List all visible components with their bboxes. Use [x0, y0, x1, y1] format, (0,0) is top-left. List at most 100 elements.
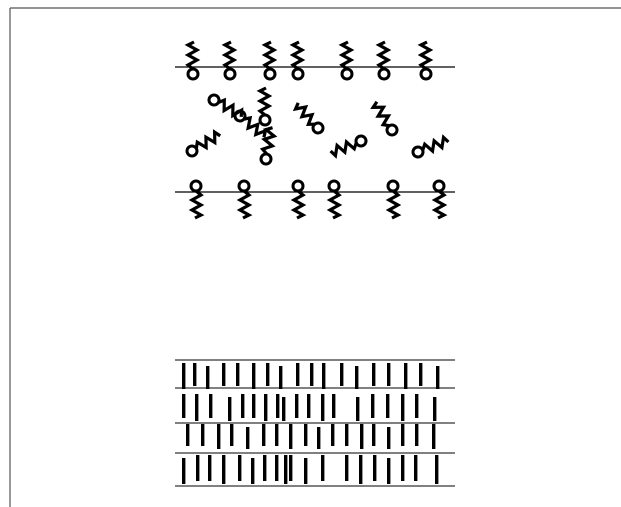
lipid-molecule-icon: [239, 181, 249, 218]
lower-lipid-row: [191, 181, 444, 218]
lipid-molecule-icon: [421, 42, 431, 79]
bar-mark-icon: [387, 427, 390, 449]
bar-mark-icon: [284, 455, 287, 484]
bar-mark-icon: [246, 427, 249, 449]
bar-mark-icon: [193, 363, 196, 386]
lipid-molecule-icon: [434, 181, 444, 218]
lipid-molecule-icon: [372, 100, 399, 137]
bar-mark-icon: [414, 455, 417, 481]
bar-mark-icon: [263, 455, 266, 481]
lipid-molecule-icon: [188, 42, 198, 79]
bar-mark-icon: [386, 394, 389, 418]
lipid-panel: [175, 42, 455, 218]
bar-mark-icon: [217, 424, 220, 449]
bar-mark-icon: [289, 424, 292, 449]
upper-lipid-row: [188, 42, 431, 79]
bar-mark-icon: [331, 424, 334, 446]
bar-mark-icon: [304, 458, 307, 484]
bar-mark-icon: [436, 366, 439, 389]
bar-mark-icon: [321, 394, 324, 421]
bar-mark-icon: [345, 424, 348, 446]
bar-mark-icon: [182, 458, 185, 484]
lipid-molecule-icon: [265, 42, 275, 79]
bar-mark-icon: [209, 394, 212, 418]
bar-mark-icon: [196, 455, 199, 481]
bar-mark-icon: [208, 455, 211, 481]
bar-mark-icon: [282, 397, 285, 421]
bar-mark-icon: [241, 394, 244, 418]
bar-mark-icon: [295, 394, 298, 418]
bar-mark-icon: [387, 363, 390, 386]
lipid-molecule-icon: [207, 93, 244, 120]
bar-mark-icon: [186, 424, 189, 446]
bar-mark-icon: [317, 427, 320, 449]
bar-mark-icon: [238, 455, 241, 481]
lipid-molecule-icon: [329, 181, 339, 218]
bar-mark-icon: [321, 455, 324, 481]
free-lipid-group: [185, 88, 450, 165]
bar-mark-icon: [195, 394, 198, 421]
lipid-molecule-icon: [293, 181, 303, 218]
lipid-molecule-icon: [293, 42, 303, 79]
bar-mark-icon: [182, 394, 185, 418]
bar-mark-icon: [230, 424, 233, 446]
bar-mark-icon: [289, 455, 292, 481]
bar-mark-icon: [310, 363, 313, 386]
bar-mark-icon: [340, 363, 343, 386]
bar-mark-icon: [372, 363, 375, 386]
lipid-molecule-icon: [185, 131, 222, 158]
bar-mark-icon: [222, 363, 225, 386]
bar-mark-icon: [419, 363, 422, 386]
bar-mark-icon: [266, 363, 269, 386]
bar-mark-icon: [296, 363, 299, 386]
bar-mark-icon: [415, 424, 418, 446]
bar-mark-icon: [201, 424, 204, 446]
bar-mark-icon: [401, 455, 404, 481]
bar-mark-icon: [373, 455, 376, 481]
bar-mark-icon: [345, 455, 348, 481]
bar-mark-icon: [359, 455, 362, 484]
bar-mark-icon: [360, 424, 363, 449]
lipid-molecule-icon: [191, 181, 201, 218]
bar-mark-icon: [252, 363, 255, 389]
lipid-molecule-icon: [412, 136, 450, 158]
bar-mark-icon: [262, 424, 265, 446]
bar-mark-icon: [222, 455, 225, 484]
bar-mark-icon: [251, 458, 254, 484]
bar-mark-icon: [356, 397, 359, 421]
bar-mark-icon: [432, 424, 435, 449]
lipid-molecule-icon: [329, 135, 367, 157]
bar-mark-icon: [401, 394, 404, 421]
bar-mark-icon: [264, 394, 267, 421]
bar-mark-icon: [307, 394, 310, 418]
lipid-molecule-icon: [225, 42, 235, 79]
bar-mark-icon: [279, 366, 282, 389]
bar-mark-icon: [182, 363, 185, 389]
bar-panel: [175, 360, 455, 486]
bar-mark-icon: [275, 455, 278, 481]
bar-mark-icon: [332, 394, 335, 418]
bar-mark-icon: [371, 394, 374, 418]
bar-mark-icon: [304, 424, 307, 446]
lipid-molecule-icon: [388, 181, 398, 218]
bar-mark-icon: [415, 394, 418, 418]
bar-mark-icon: [372, 424, 375, 446]
bar-mark-icon: [404, 363, 407, 389]
lipid-molecule-icon: [379, 42, 389, 79]
bar-mark-icon: [355, 366, 358, 389]
bar-mark-icon: [236, 363, 239, 386]
bar-mark-icon: [228, 397, 231, 421]
lipid-molecule-icon: [260, 88, 270, 125]
lipid-molecule-icon: [342, 42, 352, 79]
bar-mark-icon: [252, 394, 255, 418]
bar-panel-lines: [175, 360, 455, 486]
bar-mark-icon: [435, 455, 438, 484]
bar-mark-icon: [433, 397, 436, 421]
bar-mark-icon: [276, 394, 279, 418]
lipid-molecule-icon: [294, 100, 325, 135]
bar-mark-icon: [275, 424, 278, 446]
bar-mark-icon: [206, 366, 209, 389]
bar-mark-icon: [322, 363, 325, 389]
bar-mark-icon: [401, 424, 404, 446]
